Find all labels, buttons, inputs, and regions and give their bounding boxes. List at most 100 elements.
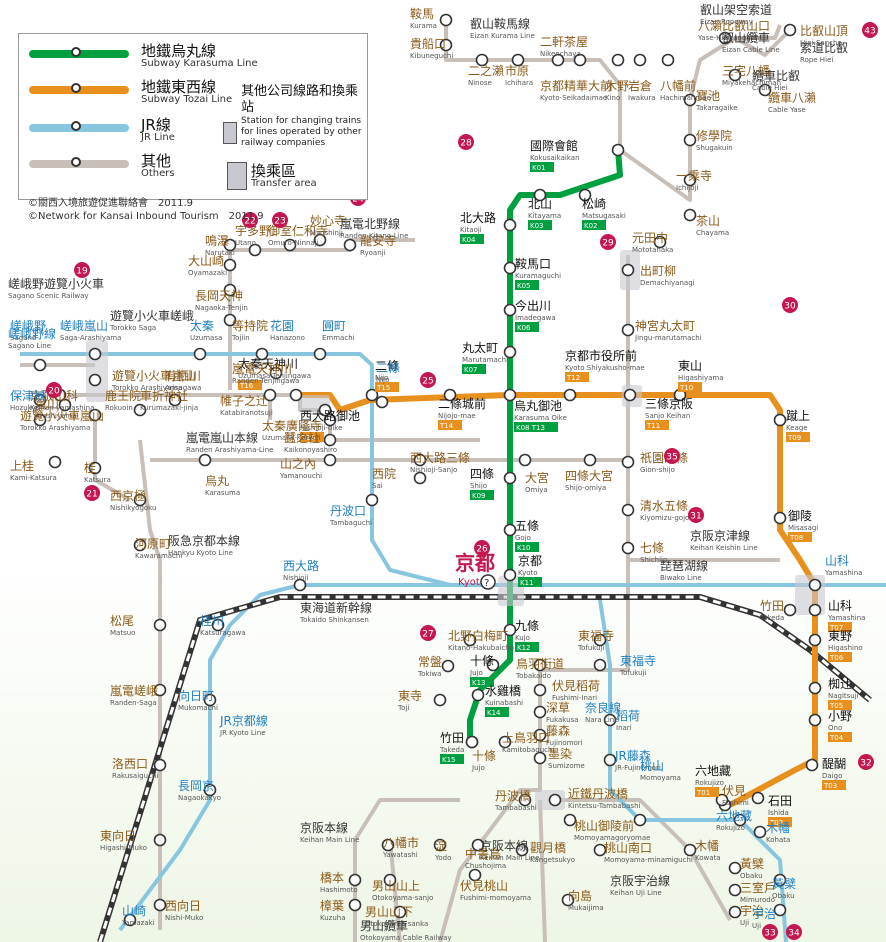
station-keage-en-label: Keage xyxy=(786,424,808,432)
station-nagitsuji-en-label: Nagitsuji xyxy=(828,692,859,700)
station-yawatashi-dot xyxy=(381,838,395,852)
station-uzumasa-koryuji-dot xyxy=(318,403,332,417)
station-ishida-label: 石田 xyxy=(768,794,792,808)
station-torokko-arashiyama-dot xyxy=(88,373,102,387)
legend-jr: JR線 JR Line xyxy=(19,114,219,148)
station-mukomachi-dot xyxy=(203,693,217,707)
station-mototanaka-label: 元田中 xyxy=(632,230,668,245)
svg-text:25: 25 xyxy=(422,377,433,387)
station-miyakehachiman-label: 三宅八幡 xyxy=(722,63,770,78)
line-label-jr-kyoto-line-17: JR京都線 xyxy=(219,713,268,728)
station-fushimi-momoyama-label: 伏見桃山 xyxy=(460,878,508,893)
station-karasuma-oike-code-badge xyxy=(514,422,558,432)
station-hachimanmae-en-label: Hachimanmae xyxy=(660,94,711,102)
station-tofukuji-dot xyxy=(593,633,607,647)
station-omiya-en-label: Omiya xyxy=(525,486,548,494)
station-kujo-dot xyxy=(503,623,517,637)
station-fujinomori-en-label: Fujinomori xyxy=(546,739,583,747)
station-yodo-en-label: Yodo xyxy=(434,854,451,862)
legend-others: 其他 Others xyxy=(19,150,219,184)
station-kyoto-seikadaimae-label: 京都精華大前 xyxy=(540,78,612,93)
station-takaragaike-label: 寶池 xyxy=(696,88,720,103)
station-chayama-label: 茶山 xyxy=(696,213,720,228)
station-karasuma-en-label: Karasuma xyxy=(205,489,240,497)
station-kokusaikaikan-code-badge xyxy=(530,162,554,172)
station-cable-yase-label: 纜車八瀨 xyxy=(768,90,816,105)
station-momoyamagoryomae-label: 桃山御陵前 xyxy=(574,818,634,833)
station-kitayama-code: K03 xyxy=(530,222,544,230)
line-label-torokko-saga-9: 遊覽小火車嵯峨 xyxy=(110,308,194,323)
station-tambaguchi-label: 丹波口 xyxy=(330,504,366,518)
station-toji-dot xyxy=(433,693,447,707)
station-tobakaido-label: 鳥羽街道 xyxy=(516,656,564,671)
info-icon: ? xyxy=(480,574,496,590)
station-hanazono-label: 花園 xyxy=(270,318,294,333)
station-otokoyama-sanjo-label: 男山山上 xyxy=(372,879,420,893)
svg-text:26: 26 xyxy=(476,545,488,555)
city-label-kyoto: 京都 xyxy=(455,551,495,575)
legend-transfer-cn: 換乘區 xyxy=(251,162,297,180)
station-utano-en-label: Utano xyxy=(235,239,256,247)
station-nishikyogoku-dot xyxy=(133,493,147,507)
station-demachiyanagi-label: 出町柳 xyxy=(640,264,676,278)
station-kyoto-en-label: Kyoto xyxy=(518,569,538,577)
station-fushimi-momoyama-en-label: Fushimi-momoyama xyxy=(460,894,531,902)
station-hiei-sancho-en-label: Hiei-Sancho xyxy=(800,39,842,47)
line-label-biwako-line-11: 琵琶湖線 xyxy=(660,558,708,573)
station-katabiranotsuji-en-label: Katabiranotsuji xyxy=(220,409,273,417)
station-misasagi-code-badge xyxy=(788,532,812,542)
station-kiyomizu-gojo-dot xyxy=(621,503,635,517)
jr-kyoto-line xyxy=(118,583,301,932)
station-nishioji-sanjo-label: 西大路三條 xyxy=(410,450,470,465)
station-higashiyama-label: 東山 xyxy=(678,359,702,373)
line-label-randen-kitano-line-5: 嵐電北野線 xyxy=(340,216,400,231)
legend-station-en: Station for changing trains for lines op… xyxy=(241,116,362,148)
line-label-keihan-main-line-19-en: Keihan Main Line xyxy=(480,854,539,862)
station-chayama-en-label: Chayama xyxy=(696,229,729,237)
station-gojo-dot xyxy=(503,523,517,537)
line-label-keihan-uji-line-14-en: Keihan Uji Line xyxy=(610,889,662,897)
legend-tozai: 地鐵東西線 Subway Tozai Line xyxy=(19,76,232,110)
station-shugakuin-label: 修學院 xyxy=(696,128,732,143)
station-kurumazaki-jinja-label: 車折神社 xyxy=(140,388,188,403)
station-shijo-code-badge xyxy=(470,490,494,500)
station-yodo-dot xyxy=(433,838,447,852)
station-demachiyanagi-en-label: Demachiyanagi xyxy=(640,279,695,287)
station-kitano-hakubaicho-label: 北野白梅町 xyxy=(448,628,508,643)
station-rokujizo-code: T01 xyxy=(696,789,710,797)
station-daigo-code-badge xyxy=(822,780,846,790)
station-rokujizo-label: 六地藏 xyxy=(695,764,731,778)
line-label-randen-arashiyama-line-6-en: Randen Arashiyama-Line xyxy=(186,446,274,454)
station-cable-yase-dot xyxy=(758,83,772,97)
station-miyakehachiman-en-label: Miyakehachiman xyxy=(722,79,781,87)
station-ono-code-badge xyxy=(828,732,852,742)
station-omiya-label: 大宮 xyxy=(525,470,549,485)
station-kuinabashi-code-badge xyxy=(485,707,509,717)
station-nishioji-sanjo-en-label: Nishioji-Sanjo xyxy=(410,466,457,474)
line-label-eizan-cable-line-1-en: Eizan Cable Line xyxy=(722,46,780,54)
station-tobakaido-dot xyxy=(533,658,547,672)
station-kuzuha-en-label: Kuzuha xyxy=(320,914,346,922)
station-katsura-en-label: Katsura xyxy=(84,476,111,484)
station-nijo-code: T15 xyxy=(376,384,390,392)
station-kitaoji-code-badge xyxy=(460,234,484,244)
station-momoyamagoryomae-en-label: Momoyamagoryomae xyxy=(574,834,650,842)
station-narutaki-label: 鳴瀑 xyxy=(205,234,229,248)
station-fukakusa-en-label: Fukakusa xyxy=(546,716,579,724)
svg-text:43: 43 xyxy=(864,27,875,37)
station-matsugasaki-dot xyxy=(578,188,592,202)
station-hashimoto-label: 橋本 xyxy=(320,871,344,885)
station-shichijo-dot xyxy=(621,541,635,555)
station-kuzuha-dot xyxy=(348,898,362,912)
station-utano-dot xyxy=(248,243,262,257)
station-tambabashi-en-label: Tambabashi xyxy=(494,804,537,812)
station-iwakura-label: 岩倉 xyxy=(628,78,652,93)
station-higashiyama-code-badge xyxy=(678,382,702,392)
station-yamanouchi-en-label: Yamanouchi xyxy=(279,472,322,480)
station-uji-label: 宇治 xyxy=(752,907,776,921)
station-kami-katsura-label: 上桂 xyxy=(10,458,34,473)
station-matsuo-en-label: Matsuo xyxy=(110,629,135,637)
legend-karasuma: 地鐵烏丸線 Subway Karasuma Line xyxy=(19,40,258,74)
station-kurumazaki-jinja-en-label: Kurumazaki-jinja xyxy=(140,404,198,412)
